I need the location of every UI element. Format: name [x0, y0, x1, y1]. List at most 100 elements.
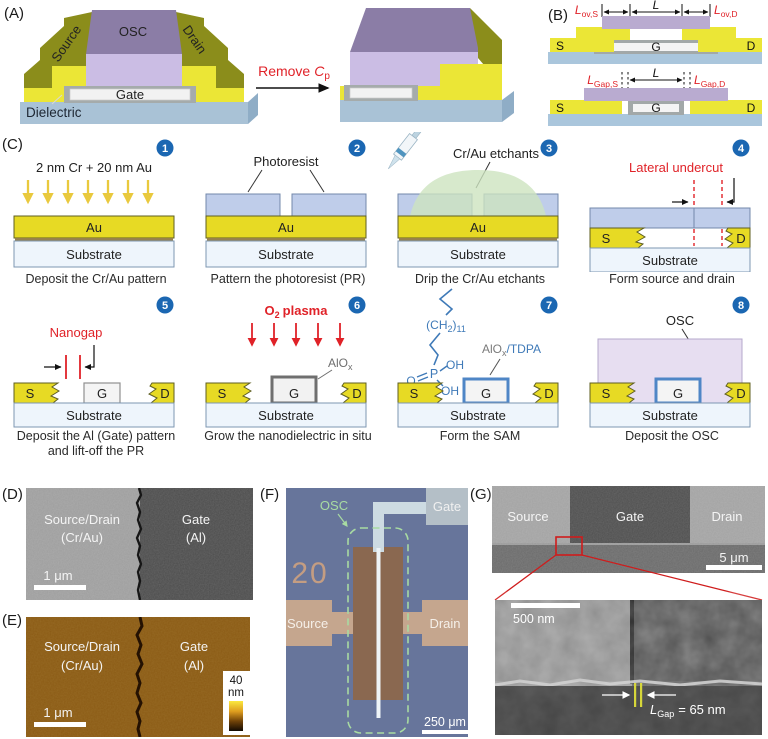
- source-drain-material: (Cr/Au): [61, 530, 103, 545]
- step-number-badge: [156, 296, 174, 314]
- gate-pad: [426, 488, 468, 525]
- pipette-icon: [388, 132, 422, 170]
- svg-text:3: 3: [546, 143, 552, 155]
- s-label: S: [602, 386, 611, 401]
- process-step-2: 2 Photoresist Au Substrate Pattern the p…: [192, 132, 384, 287]
- step-caption-line2: and lift-off the PR: [47, 444, 145, 458]
- source-electrode: [589, 382, 636, 404]
- panel-b-label: (B): [548, 7, 568, 24]
- substrate-label: Substrate: [450, 408, 506, 423]
- panel-c-label: (C): [2, 136, 23, 153]
- etchant-droplet: [410, 170, 546, 216]
- s-label: S: [410, 386, 419, 401]
- step-caption: Form the SAM: [439, 429, 521, 443]
- step-number-badge: [348, 296, 366, 314]
- source-pad: [286, 600, 332, 646]
- zoom-connector-right: [581, 554, 763, 601]
- gap-marker-line: [634, 683, 637, 707]
- s-label: S: [218, 386, 227, 401]
- svg-text:5: 5: [162, 300, 168, 312]
- process-step-8: 8 OSC S G D Substrate Deposit the OSC: [576, 287, 768, 459]
- scale-label: 5 μm: [719, 550, 748, 565]
- deposition-arrows: [22, 180, 154, 205]
- drain-electrode: [148, 382, 175, 404]
- step-number-badge: [540, 296, 558, 314]
- source-electrode: [589, 227, 646, 249]
- step-caption: Drip the Cr/Au etchants: [415, 272, 545, 286]
- panel-g-label: (G): [470, 486, 492, 503]
- scale-label: 500 nm: [513, 612, 555, 626]
- d-label: D: [544, 386, 553, 401]
- channel-length-label: L: [653, 66, 660, 80]
- svg-text:OH: OH: [446, 358, 464, 372]
- gate-material: (Al): [186, 530, 206, 545]
- drain-pad: [422, 600, 468, 646]
- process-step-7: 7 (CH2)11 P OH O OH AlOx/TDPA: [384, 287, 576, 459]
- electrode-gap-line: [135, 617, 144, 737]
- photoresist-annotation: Photoresist: [253, 154, 318, 169]
- drain-label: Drain: [711, 509, 742, 524]
- cross-section-overlap: L Lov,S Lov,D S G D: [548, 0, 762, 64]
- d-label: D: [736, 386, 745, 401]
- step-caption: Deposit the Al (Gate) pattern: [16, 429, 176, 443]
- svg-text:O: O: [406, 374, 415, 388]
- substrate-label: Substrate: [258, 247, 314, 262]
- panel-a-label: (A): [4, 5, 24, 22]
- lgap-d-label: LGap,D: [694, 73, 725, 89]
- substrate-label: Substrate: [642, 408, 698, 423]
- gate-label: Gate: [433, 499, 461, 514]
- gate-label: Gate: [116, 87, 144, 102]
- substrate-label: Substrate: [642, 253, 698, 268]
- scale-bar: [706, 565, 762, 570]
- drain-electrode: [340, 382, 367, 404]
- source-label: Source: [287, 616, 328, 631]
- etchant-annotation: Cr/Au etchants: [453, 146, 539, 161]
- g-label: G: [481, 386, 491, 401]
- step-caption: Form source and drain: [609, 272, 735, 286]
- process-step-4: 4 Lateral undercut S D Substrate Form so…: [576, 132, 768, 287]
- lov-d-label: Lov,D: [714, 3, 738, 19]
- dielectric-pointer-line: [51, 94, 63, 105]
- scale-bar: [34, 585, 86, 590]
- drain-electrode: [532, 382, 559, 404]
- panel-a-schematic: (A) Source OSC Drain Gate Dielectric Rem…: [4, 5, 514, 124]
- alox-tdpa-annotation: AlOx/TDPA: [482, 342, 541, 358]
- plasma-arrows: [247, 323, 345, 347]
- dielectric-label: Dielectric: [26, 105, 82, 120]
- cross-section-gap: L LGap,S LGap,D S G D: [548, 66, 762, 126]
- process-step-3: 3 Cr/Au etchants Au Substrate Drip the: [384, 132, 576, 287]
- panel-b-schematic: (B) L Lov,S Lov,D S G D: [548, 0, 762, 126]
- s-label: S: [556, 39, 564, 53]
- drain-electrode: [724, 382, 751, 404]
- step-caption: Deposit the Cr/Au pattern: [25, 272, 167, 286]
- step-caption: Pattern the photoresist (PR): [210, 272, 366, 286]
- lgap-s-label: LGap,S: [587, 73, 618, 89]
- gate-wire: [382, 502, 426, 514]
- scale-bar: [422, 730, 468, 734]
- scale-label: 250 μm: [424, 715, 466, 729]
- osc-outline: [347, 527, 409, 734]
- g-label: G: [289, 386, 299, 401]
- source-drain-label: Source/Drain: [44, 639, 120, 654]
- scale-bar: [511, 603, 580, 608]
- source-label: Source: [507, 509, 548, 524]
- sem-zoom: 500 nm LGap= 65 nm: [494, 600, 763, 735]
- svg-text:6: 6: [354, 300, 360, 312]
- gate-label: Gate: [182, 512, 210, 527]
- d-label: D: [736, 231, 745, 246]
- g-label: G: [97, 386, 107, 401]
- step-number-badge: [156, 139, 174, 157]
- svg-text:P: P: [430, 367, 438, 381]
- source-electrode: [397, 382, 444, 404]
- nanogap-annotation: Nanogap: [50, 325, 103, 340]
- svg-text:4: 4: [738, 143, 745, 155]
- step-caption: Grow the nanodielectric in situ: [204, 429, 372, 443]
- process-flow: 1 2 nm Cr + 20 nm Au Au Substrate Deposi…: [0, 132, 768, 459]
- gate-material: (Al): [184, 658, 204, 673]
- d-label: D: [160, 386, 169, 401]
- panel-e-label: (E): [2, 612, 22, 629]
- panel-f-label: (F): [260, 486, 280, 503]
- step-number-badge: [732, 139, 750, 157]
